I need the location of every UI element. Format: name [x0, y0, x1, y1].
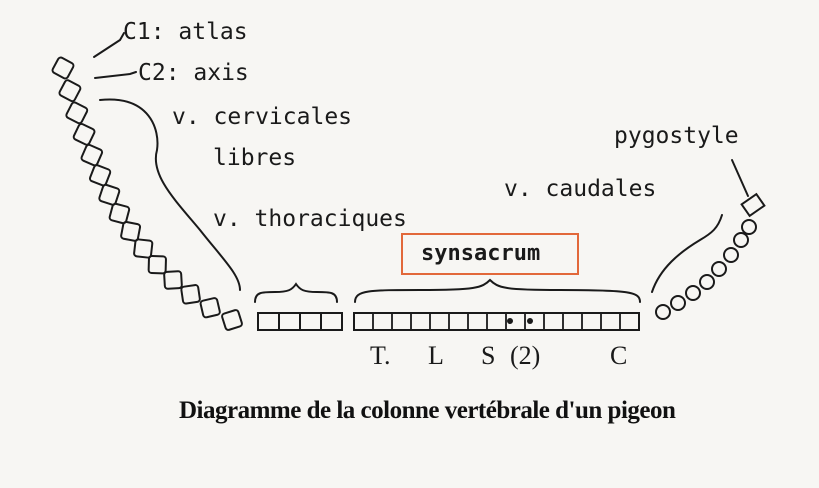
axis-leader	[94, 71, 137, 79]
cervical-vertebra	[108, 202, 131, 225]
cervical-vertebra	[163, 270, 183, 290]
caudal-vertebra	[723, 247, 739, 263]
cervical-vertebra	[58, 79, 82, 103]
cervical-vertebra	[147, 255, 167, 275]
sacral-vertebra-dot	[527, 318, 533, 324]
pygostyle-box	[740, 192, 766, 218]
caudal-vertebra	[685, 285, 701, 301]
region-sacral-count: (2)	[510, 341, 541, 370]
cervical-vertebra	[80, 143, 104, 167]
figure-caption: Diagramme de la colonne vertébrale d'un …	[179, 397, 676, 424]
braces	[99, 98, 723, 303]
region-sacral-letter: S	[481, 341, 496, 370]
caudal-vertebra	[655, 304, 671, 320]
synsacrum-outline	[353, 312, 640, 331]
synsacrum-brace	[354, 278, 641, 303]
cervical-vertebra	[51, 56, 75, 80]
sacral-vertebra-dot	[507, 318, 513, 324]
region-thoracic-letter: T.	[370, 341, 391, 370]
atlas-leader	[93, 32, 125, 58]
cervical-vertebra	[65, 101, 89, 125]
caudal-vertebra	[733, 232, 749, 248]
label-synsacrum: synsacrum	[421, 241, 541, 266]
caudal-vertebrae	[655, 219, 757, 320]
cervical-vertebra	[120, 220, 142, 242]
synsacrum-vertebrae	[353, 312, 640, 331]
cervical-vertebra	[180, 284, 201, 305]
label-cervical-libres: libres	[213, 145, 297, 171]
leader-lines	[93, 32, 749, 197]
cervical-vertebra	[88, 164, 112, 187]
pygostyle-bone	[740, 192, 766, 218]
thoracic-vertebra	[299, 312, 322, 331]
label-c2-axis: C2: axis	[138, 60, 249, 86]
cervical-vertebra	[72, 122, 96, 146]
caudal-vertebra	[741, 219, 757, 235]
thoracic-brace	[254, 282, 338, 303]
region-caudal-letter: C	[610, 341, 628, 370]
caudal-vertebra	[699, 274, 715, 290]
caudal-brace	[651, 214, 723, 293]
label-caudal-vertebrae: v. caudales	[504, 176, 657, 202]
thoracic-vertebra	[320, 312, 343, 331]
cervical-brace	[99, 98, 241, 291]
cervical-vertebra	[98, 183, 121, 206]
cervical-vertebra	[221, 309, 243, 331]
caudal-vertebra	[670, 295, 686, 311]
cervical-vertebra	[199, 297, 221, 319]
caudal-vertebra	[711, 261, 727, 277]
label-thoracic-vertebrae: v. thoraciques	[213, 206, 407, 232]
cervical-vertebrae	[51, 56, 243, 331]
thoracic-vertebrae	[257, 312, 343, 331]
cervical-vertebra	[133, 238, 154, 259]
synsacrum-highlight-box	[401, 233, 579, 275]
label-cervical-vertebrae: v. cervicales	[172, 104, 353, 130]
label-c1-atlas: C1: atlas	[123, 19, 248, 45]
region-lumbar-letter: L	[428, 341, 444, 370]
pygostyle-leader	[731, 159, 749, 197]
thoracic-vertebra	[257, 312, 280, 331]
label-pygostyle: pygostyle	[614, 123, 739, 149]
thoracic-vertebra	[278, 312, 301, 331]
